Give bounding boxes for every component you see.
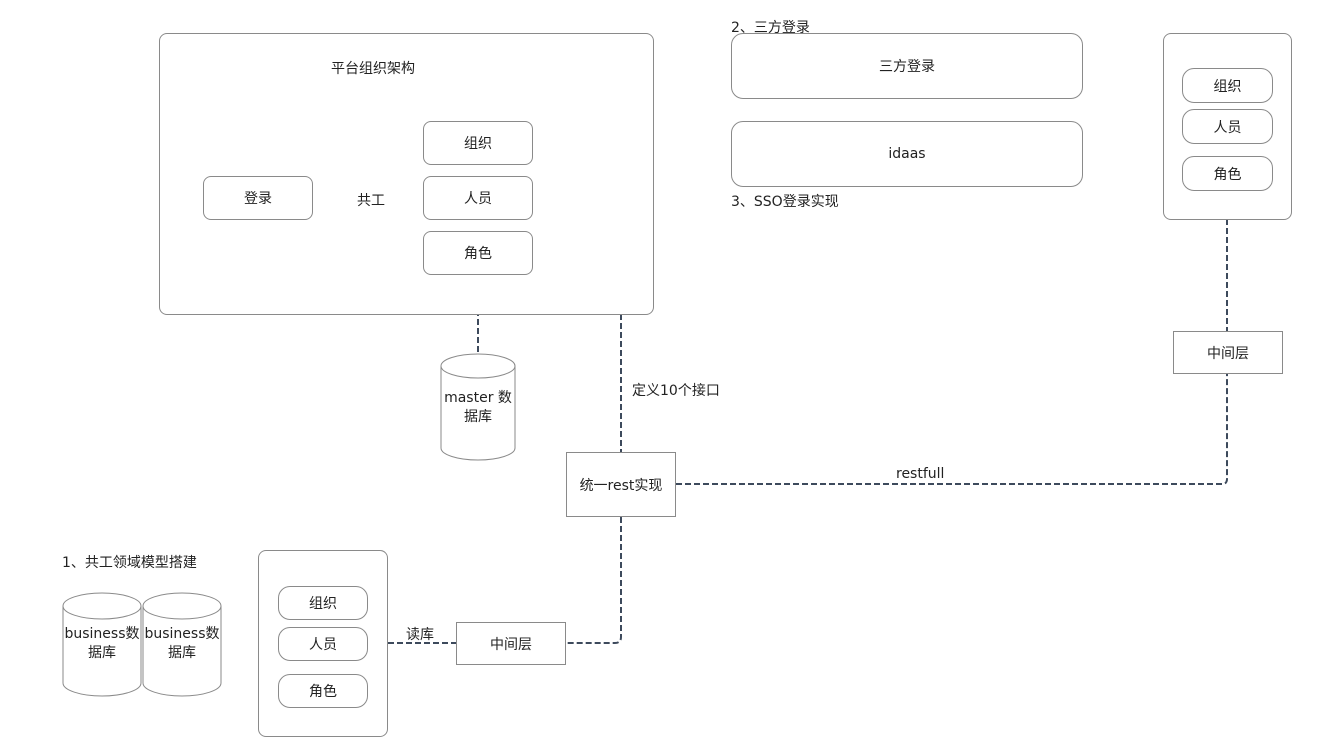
rest-to-right-middle-connector: [676, 374, 1228, 485]
third-party-login-label: 三方登录: [879, 59, 935, 75]
read-db-label: 读库: [406, 627, 434, 643]
login-node-label: 登录: [244, 191, 272, 207]
bottom-org-node[interactable]: 组织: [278, 586, 368, 620]
bottom-middle-layer-node[interactable]: 中间层: [456, 622, 566, 665]
business-db-1-line1: business数: [64, 626, 140, 642]
master-db-label-line1: master 数: [444, 390, 512, 406]
sso-heading: 3、SSO登录实现: [731, 194, 839, 210]
business-db-label-1: business数 据库: [63, 625, 141, 663]
platform-org-node-label: 组织: [464, 136, 492, 152]
platform-person-node-label: 人员: [464, 191, 492, 207]
right-role-label: 角色: [1213, 166, 1242, 183]
platform-org-node[interactable]: 组织: [423, 121, 533, 165]
business-db-label-2: business数 据库: [143, 625, 221, 663]
bottom-role-node[interactable]: 角色: [278, 674, 368, 708]
right-org-node[interactable]: 组织: [1182, 68, 1273, 103]
right-org-label: 组织: [1213, 78, 1242, 95]
right-middle-layer-label: 中间层: [1207, 345, 1249, 362]
platform-person-node[interactable]: 人员: [423, 176, 533, 220]
unified-rest-node[interactable]: 统一rest实现: [566, 452, 676, 517]
right-person-label: 人员: [1213, 119, 1242, 136]
login-node[interactable]: 登录: [203, 176, 313, 220]
business-db-cylinder-2: [142, 592, 222, 697]
bottom-middle-layer-label: 中间层: [490, 636, 532, 653]
third-party-login-node[interactable]: 三方登录: [731, 33, 1083, 99]
right-role-node[interactable]: 角色: [1182, 156, 1273, 191]
right-middle-layer-node[interactable]: 中间层: [1173, 331, 1283, 374]
platform-org-title: 平台组织架构: [331, 61, 415, 77]
platform-role-node[interactable]: 角色: [423, 231, 533, 275]
bottom-role-label: 角色: [309, 684, 337, 700]
master-db-cylinder: [440, 353, 516, 461]
third-party-heading: 2、三方登录: [731, 20, 810, 36]
idaas-node[interactable]: idaas: [731, 121, 1083, 187]
business-db-2-line1: business数: [144, 626, 220, 642]
rest-to-middle-layer-connector: [566, 517, 622, 644]
shared-label: 共工: [357, 193, 385, 209]
bottom-person-node[interactable]: 人员: [278, 627, 368, 661]
business-db-cylinder-1: [62, 592, 142, 697]
bottom-org-label: 组织: [309, 596, 337, 612]
business-db-2-line2: 据库: [168, 645, 196, 661]
restful-label: restfull: [896, 466, 945, 482]
unified-rest-node-label: 统一rest实现: [579, 477, 663, 494]
define-interfaces-label: 定义10个接口: [632, 383, 720, 399]
right-person-node[interactable]: 人员: [1182, 109, 1273, 144]
master-db-label-line2: 据库: [464, 409, 492, 425]
platform-role-node-label: 角色: [464, 246, 492, 262]
business-db-1-line2: 据库: [88, 645, 116, 661]
domain-model-heading: 1、共工领域模型搭建: [62, 555, 197, 571]
idaas-label: idaas: [888, 146, 926, 162]
master-db-label: master 数 据库: [441, 389, 515, 427]
platform-org-container: [159, 33, 654, 315]
bottom-person-label: 人员: [309, 637, 337, 653]
